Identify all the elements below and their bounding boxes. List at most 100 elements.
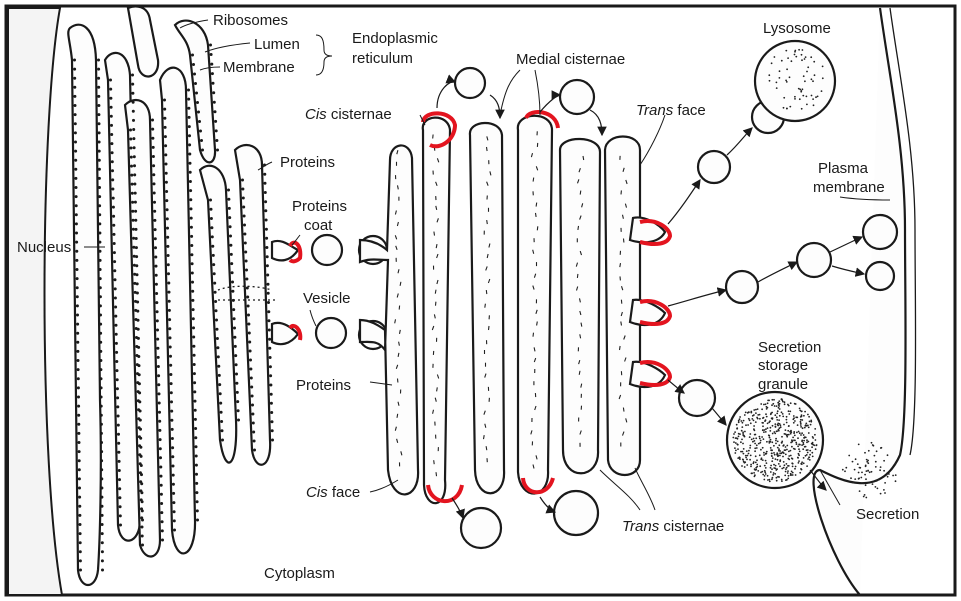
lysosome-particle — [786, 81, 788, 83]
ribosome — [135, 237, 138, 240]
granule-particle — [765, 403, 767, 405]
granule-particle — [778, 444, 780, 446]
ribosome — [97, 59, 100, 62]
label-cis-cisternae: Cis cisternae — [305, 106, 392, 123]
ribosome — [195, 491, 198, 494]
lysosome-particle — [811, 78, 813, 80]
granule-particle — [815, 439, 817, 441]
lysosome-particle — [807, 66, 809, 68]
ribosome — [161, 529, 164, 532]
ribosome — [244, 251, 247, 254]
ribosome — [115, 333, 118, 336]
label-membrane: Membrane — [223, 59, 295, 76]
granule-particle — [814, 428, 816, 430]
ribosome — [139, 489, 142, 492]
ribosome — [77, 368, 80, 371]
granule-particle — [737, 448, 739, 450]
lysosome-particle — [783, 107, 785, 109]
ribosome — [99, 295, 102, 298]
granule-particle — [766, 416, 768, 418]
ribosome — [268, 347, 271, 350]
secretion-storage-granule — [727, 392, 823, 488]
granule-particle — [745, 455, 747, 457]
ribosome — [193, 381, 196, 384]
granule-particle — [767, 423, 769, 425]
ribosome — [117, 433, 120, 436]
secretion-particle — [887, 476, 889, 478]
ribosome — [73, 77, 76, 80]
granule-particle — [739, 416, 741, 418]
granule-particle — [765, 413, 767, 415]
label-trans-cisternae: Trans cisternae — [622, 518, 724, 535]
ribosome — [170, 419, 173, 422]
granule-particle — [807, 452, 809, 454]
granule-particle — [786, 479, 788, 481]
ribosome — [109, 79, 112, 82]
granule-particle — [788, 413, 790, 415]
granule-particle — [790, 402, 792, 404]
ribosome — [100, 459, 103, 462]
granule-particle — [798, 454, 800, 456]
granule-particle — [787, 470, 789, 472]
ribosome — [115, 342, 118, 345]
granule-particle — [802, 427, 804, 429]
granule-particle — [767, 479, 769, 481]
ribosome — [100, 496, 103, 499]
ribosome — [98, 204, 101, 207]
lysosome-particle — [802, 95, 804, 97]
ribosome — [111, 188, 114, 191]
ribosome — [248, 341, 251, 344]
granule-particle — [804, 436, 806, 438]
granule-particle — [798, 448, 800, 450]
ribosome — [219, 392, 222, 395]
granule-particle — [772, 477, 774, 479]
lysosome-particle — [811, 95, 813, 97]
ribosome — [188, 125, 191, 128]
granule-particle — [753, 472, 755, 474]
granule-particle — [806, 449, 808, 451]
ribosome — [110, 124, 113, 127]
ribosome — [192, 317, 195, 320]
lysosome-particle — [791, 60, 793, 62]
label-medial-cisternae: Medial cisternae — [516, 51, 625, 68]
secretion-particle — [852, 482, 854, 484]
ribosome — [135, 345, 138, 348]
granule-particle — [803, 415, 805, 417]
ribosome — [189, 180, 192, 183]
granule-particle — [756, 464, 758, 466]
ribosome — [250, 386, 253, 389]
ribosome — [190, 217, 193, 220]
ribosome — [193, 73, 196, 76]
ribosome — [253, 440, 256, 443]
granule-particle — [779, 452, 781, 454]
ribosome — [98, 232, 101, 235]
ribosome — [114, 278, 117, 281]
ribosome — [76, 277, 79, 280]
granule-particle — [806, 425, 808, 427]
ribosome — [253, 449, 256, 452]
secretion-particle — [895, 474, 897, 476]
ribosome — [246, 287, 249, 290]
label-cytoplasm: Cytoplasm — [264, 565, 335, 582]
ribosome — [213, 282, 216, 285]
granule-particle — [796, 432, 798, 434]
ribosome — [194, 418, 197, 421]
ribosome — [217, 355, 220, 358]
ribosome — [160, 475, 163, 478]
ribosome — [78, 514, 81, 517]
granule-particle — [808, 457, 810, 459]
lysosome-particle — [798, 49, 800, 51]
ribosome — [75, 241, 78, 244]
golgi-stack — [360, 116, 665, 503]
ribosome — [188, 134, 191, 137]
label-cis-face-italic: Cis — [306, 484, 328, 501]
lysosome-particle — [813, 104, 815, 106]
granule-particle — [734, 447, 736, 449]
ribosome — [132, 237, 135, 240]
granule-particle — [762, 422, 764, 424]
secretion-particle — [855, 458, 857, 460]
granule-particle — [775, 458, 777, 460]
granule-particle — [768, 434, 770, 436]
ribosome — [243, 215, 246, 218]
ribosome — [98, 159, 101, 162]
